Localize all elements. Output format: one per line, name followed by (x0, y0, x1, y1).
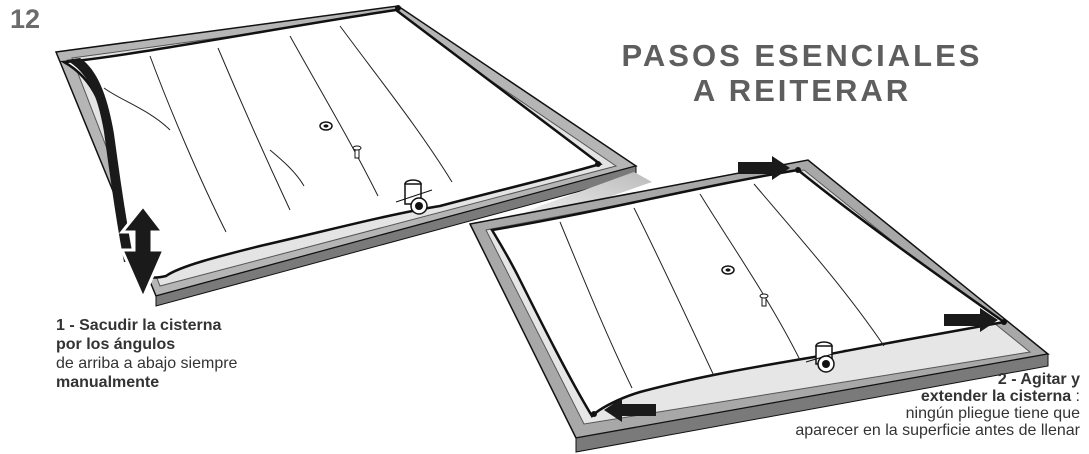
step2-action-line2: extender la cisterna (920, 388, 1072, 405)
shake-arrow-icon (118, 203, 167, 302)
step-number: 12 (10, 4, 41, 34)
step1-action-line2: por los ángulos (56, 336, 176, 353)
step2-colon: : (1071, 388, 1080, 405)
step1-detail: de arriba a abajo siempre (56, 355, 238, 372)
title-line-1: PASOS ESENCIALES (621, 38, 983, 73)
step2-instruction: 2 - Agitar y extender la cisterna : ning… (640, 371, 1080, 439)
fill-valve-icon (395, 179, 433, 215)
water-bladder-step2 (489, 167, 1008, 419)
water-bladder-step1 (59, 5, 603, 279)
fill-valve-icon-2 (805, 341, 847, 373)
valve-pin-icon-2 (759, 293, 769, 307)
page-title: PASOS ESENCIALES A REITERAR (604, 38, 1000, 108)
step2-detail-line1: ningún pliegue tiene que (905, 405, 1080, 422)
step1-instruction: 1 - Sacudir la cisterna por los ángulos … (56, 316, 316, 392)
step1-emphasis: manualmente (56, 374, 160, 391)
title-line-2: A REITERAR (692, 73, 912, 108)
valve-cap-icon-2 (721, 265, 735, 275)
step1-separator: - (64, 317, 80, 334)
step1-number: 1 (56, 317, 65, 334)
step2-detail-line2: aparecer en la superficie antes de llena… (795, 422, 1080, 439)
valve-cap-icon (319, 121, 333, 131)
spread-arrow-bottom-icon (604, 398, 656, 422)
spread-arrow-top-icon (738, 156, 790, 180)
valve-pin-icon (352, 145, 362, 159)
step2-separator: - (1006, 371, 1021, 388)
step2-action: Agitar y (1020, 371, 1080, 388)
step2-number: 2 (997, 371, 1007, 388)
spread-arrow-right-icon (944, 308, 998, 332)
step1-action: Sacudir la cisterna (79, 317, 222, 334)
